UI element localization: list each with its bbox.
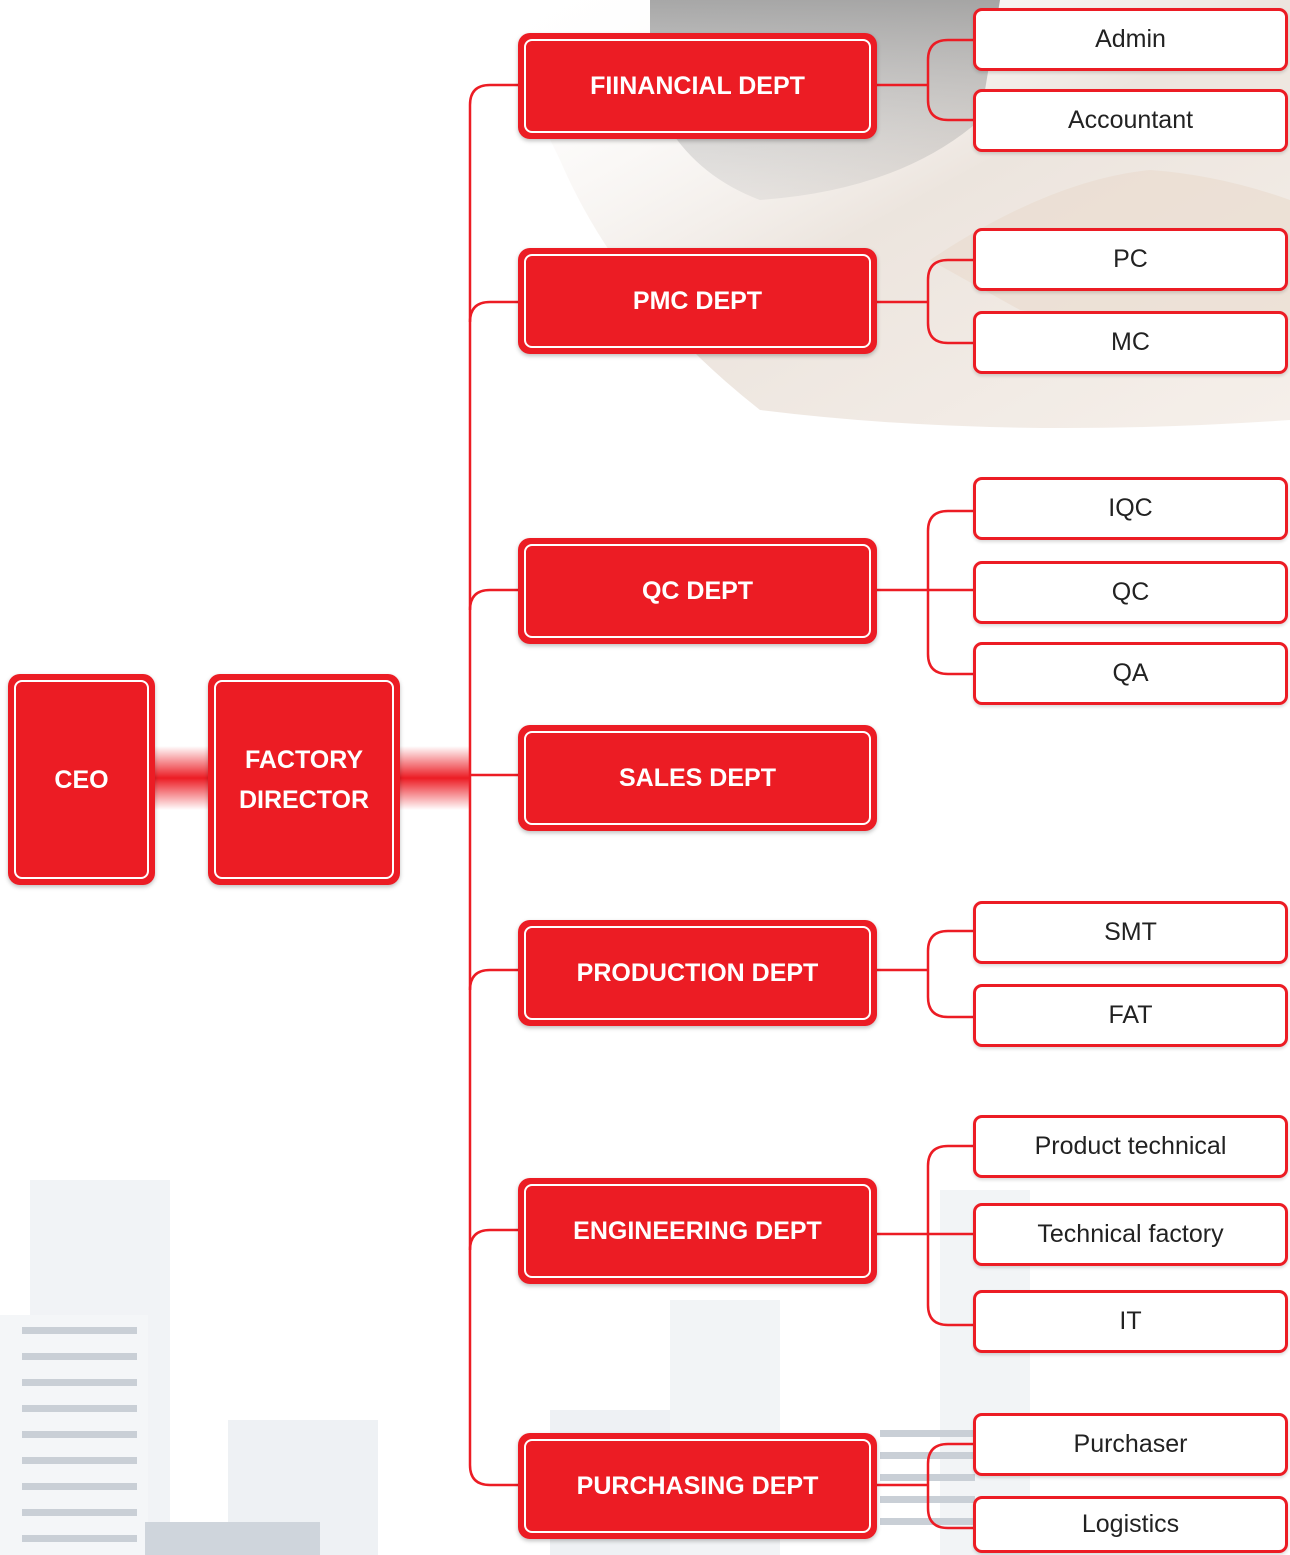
pmc-sub-connector [875, 258, 975, 345]
sub-mc: MC [973, 311, 1288, 374]
sub-mc-label: MC [1111, 328, 1150, 356]
financial-dept-box: FIINANCIAL DEPT [518, 33, 877, 139]
sub-technical-factory: Technical factory [973, 1203, 1288, 1266]
trunk-lower-line [468, 775, 520, 1487]
sub-admin-label: Admin [1095, 25, 1166, 53]
fin-sub-connector [875, 38, 975, 122]
sub-admin: Admin [973, 8, 1288, 71]
pmc-dept-box: PMC DEPT [518, 248, 877, 354]
production-dept-label: PRODUCTION DEPT [576, 959, 819, 987]
sub-qc: QC [973, 561, 1288, 624]
eng-sub-connector [875, 1144, 975, 1327]
factory-director-box: FACTORY DIRECTOR [208, 674, 400, 885]
sub-qa: QA [973, 642, 1288, 705]
ceo-box: CEO [8, 674, 155, 885]
branch-engineering [468, 1228, 520, 1251]
engineering-dept-label: ENGINEERING DEPT [573, 1217, 822, 1245]
qc-dept-box: QC DEPT [518, 538, 877, 644]
sub-fat-label: FAT [1108, 1001, 1153, 1029]
purchasing-dept-label: PURCHASING DEPT [576, 1472, 819, 1500]
pur-sub-connector [875, 1442, 975, 1530]
sub-purchaser: Purchaser [973, 1413, 1288, 1476]
engineering-dept-box: ENGINEERING DEPT [518, 1178, 877, 1284]
branch-qc [468, 588, 520, 611]
director-trunk-link [395, 746, 470, 810]
sales-dept-label: SALES DEPT [619, 764, 776, 792]
sub-logistics-label: Logistics [1081, 1510, 1180, 1538]
sub-product-technical-label: Product technical [1034, 1132, 1227, 1160]
sub-it-label: IT [1119, 1307, 1142, 1335]
sub-purchaser-label: Purchaser [1073, 1430, 1188, 1458]
sub-smt: SMT [973, 901, 1288, 964]
factory-director-label: FACTORY DIRECTOR [238, 745, 370, 814]
sub-iqc: IQC [973, 477, 1288, 540]
financial-dept-label: FIINANCIAL DEPT [590, 72, 805, 100]
sub-pc-label: PC [1113, 245, 1148, 273]
sales-dept-box: SALES DEPT [518, 725, 877, 831]
purchasing-dept-box: PURCHASING DEPT [518, 1433, 877, 1539]
qc-sub-connector [875, 509, 975, 676]
sub-accountant: Accountant [973, 89, 1288, 152]
ceo-director-link [150, 746, 215, 810]
sub-accountant-label: Accountant [1067, 106, 1194, 134]
prod-sub-connector [875, 929, 975, 1019]
sub-it: IT [973, 1290, 1288, 1353]
sub-logistics: Logistics [973, 1496, 1288, 1553]
branch-pmc [468, 300, 520, 323]
sub-technical-factory-label: Technical factory [1037, 1220, 1224, 1248]
pmc-dept-label: PMC DEPT [632, 287, 763, 315]
main-trunk-line [468, 83, 520, 775]
sub-pc: PC [973, 228, 1288, 291]
sub-smt-label: SMT [1104, 918, 1157, 946]
sub-iqc-label: IQC [1108, 494, 1153, 522]
sub-qa-label: QA [1112, 659, 1149, 687]
sub-fat: FAT [973, 984, 1288, 1047]
qc-dept-label: QC DEPT [641, 577, 754, 605]
production-dept-box: PRODUCTION DEPT [518, 920, 877, 1026]
sub-qc-label: QC [1111, 578, 1150, 606]
branch-production [468, 968, 520, 991]
ceo-label: CEO [54, 765, 109, 794]
sub-product-technical: Product technical [973, 1115, 1288, 1178]
